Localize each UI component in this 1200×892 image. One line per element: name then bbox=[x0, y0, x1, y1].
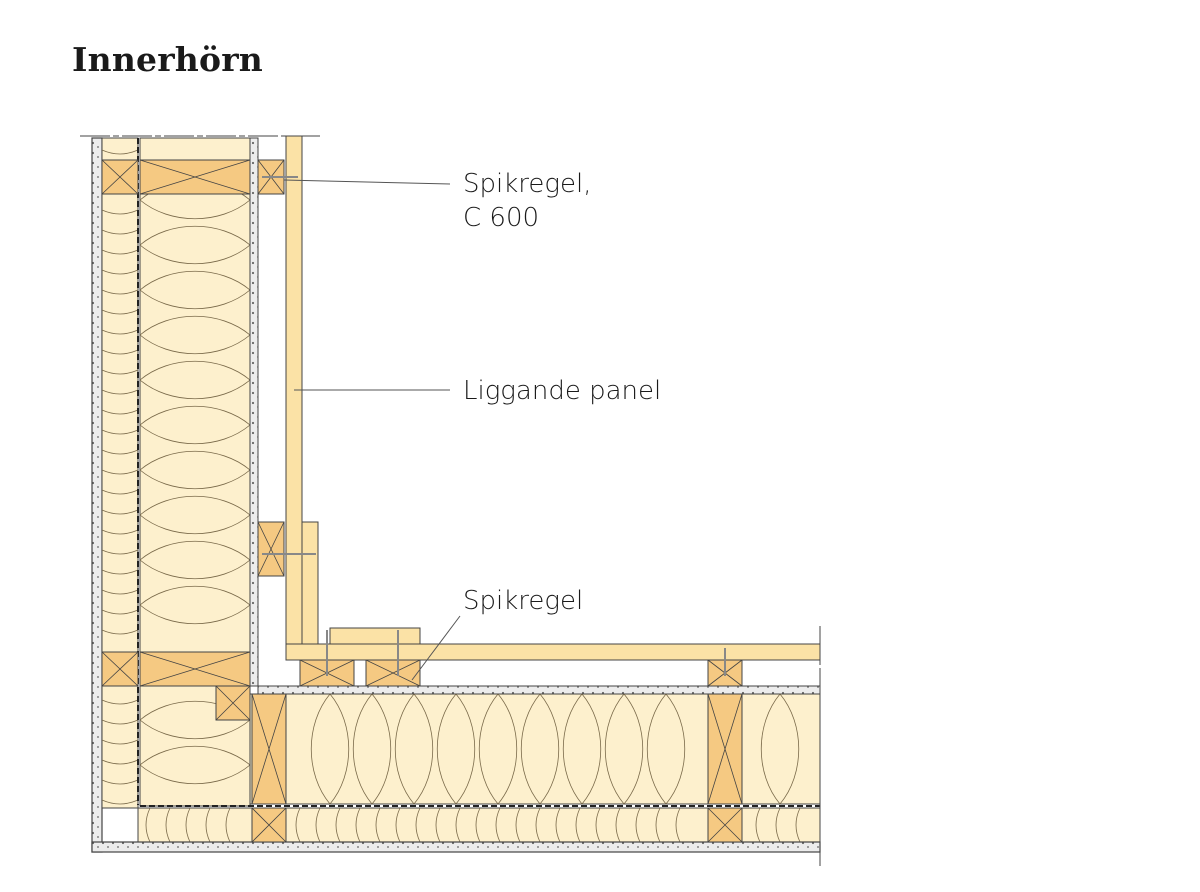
outer-board-bottom bbox=[91, 841, 821, 853]
label-spikregel-c600: Spikregel, C 600 bbox=[463, 167, 592, 235]
bottom-wall bbox=[91, 626, 821, 866]
outer-insulation-left bbox=[101, 137, 139, 809]
insulation-wave-bottom-outer bbox=[145, 807, 801, 843]
panel-horizontal bbox=[285, 643, 821, 661]
panel-vertical-back bbox=[301, 521, 319, 645]
leader-spikregel bbox=[411, 615, 461, 681]
left-wall bbox=[80, 135, 320, 853]
label-spikregel: Spikregel bbox=[463, 586, 584, 616]
page-title: Innerhörn bbox=[72, 40, 263, 79]
outer-board-left bbox=[91, 137, 103, 853]
label-liggande-panel: Liggande panel bbox=[463, 376, 662, 406]
inner-board-bottom bbox=[257, 685, 821, 695]
insulation-wave-bottom-main bbox=[310, 693, 800, 805]
panel-horizontal-back bbox=[329, 627, 421, 645]
leader-lines bbox=[283, 179, 461, 681]
leader-spikregel-c600 bbox=[283, 179, 451, 185]
label-spikregel-c600-line2: C 600 bbox=[463, 203, 540, 233]
insulation-wave-left-outer bbox=[101, 149, 139, 805]
label-spikregel-c600-line1: Spikregel, bbox=[463, 169, 592, 199]
inner-board-left bbox=[249, 137, 259, 687]
